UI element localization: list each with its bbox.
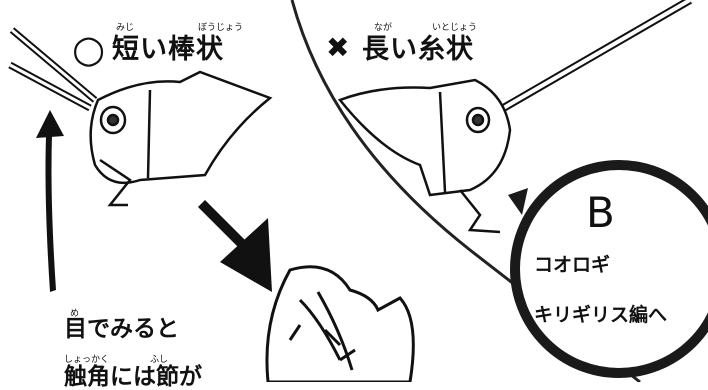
bad-mark-icon: ✖: [326, 31, 351, 64]
down-right-arrow: [198, 200, 272, 292]
bubble-letter: B: [586, 188, 615, 237]
bubble-tail: [508, 188, 528, 215]
hand-sketch: [265, 265, 415, 382]
grasshopper-left: [8, 27, 273, 207]
category-bubble[interactable]: B コオロギ キリギリス編へ: [510, 160, 708, 378]
up-arrow: [36, 110, 64, 292]
bubble-line1: コオロギ: [534, 254, 611, 276]
ruby-mijika: みじ: [116, 23, 135, 33]
ruby-me: め: [70, 309, 80, 319]
ruby-naga: なが: [374, 23, 393, 33]
illustration-art: [8, 0, 693, 382]
grasshopper-right: [337, 0, 693, 234]
ruby-itojou: いとじょう: [432, 23, 478, 33]
left-heading: 短い棒状: [112, 34, 224, 65]
ruby-shokkaku: しょっかく: [64, 355, 110, 365]
ruby-fushi: ふし: [150, 355, 169, 365]
right-heading: 長い糸状: [362, 34, 474, 65]
bubble-line2: キリギリス編へ: [534, 304, 668, 326]
good-mark-icon: ○: [72, 27, 107, 71]
caption-line1: 目でみると: [64, 316, 179, 342]
ruby-boujou: ぼうじょう: [198, 23, 244, 33]
caption-line2: 触角には節が: [64, 364, 202, 390]
illustration-page: ○ みじ ぼうじょう 短い棒状 ✖ なが いとじょう 長い糸状 め 目でみると …: [8, 0, 708, 389]
